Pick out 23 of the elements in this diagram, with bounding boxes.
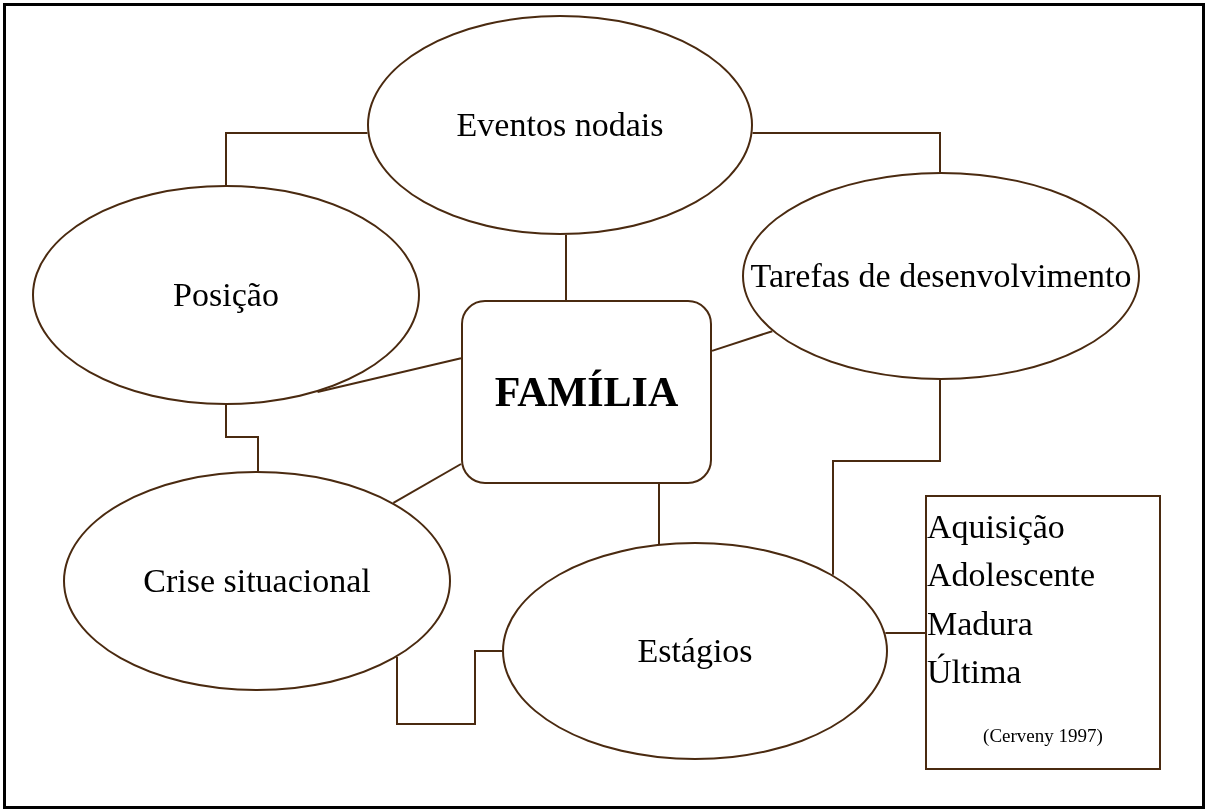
list-box — [925, 495, 1161, 770]
node-label: Crise situacional — [143, 561, 371, 602]
connector-line — [565, 233, 567, 301]
central-box — [461, 300, 712, 484]
citation: (Cerveny 1997) — [983, 724, 1103, 749]
list-item: Madura — [927, 603, 1033, 644]
connector-line — [711, 330, 774, 352]
list-item: Adolescente — [927, 555, 1096, 596]
node-label: Estágios — [637, 631, 753, 672]
node-label: Posição — [173, 275, 279, 316]
connector-line — [832, 379, 941, 576]
list-item: Última — [927, 651, 1022, 692]
connector-line — [392, 463, 462, 504]
connector-line — [225, 404, 259, 472]
connector-line — [751, 132, 941, 173]
node-label: Eventos nodais — [456, 105, 664, 146]
node-label: Tarefas de desenvolvimento — [750, 256, 1132, 297]
connector-line — [396, 650, 503, 725]
connector-line — [225, 132, 369, 186]
connector-line — [658, 483, 660, 545]
list-item: Aquisição — [927, 507, 1065, 547]
connector-line — [316, 357, 462, 393]
node-label: FAMÍLIA — [494, 367, 679, 417]
